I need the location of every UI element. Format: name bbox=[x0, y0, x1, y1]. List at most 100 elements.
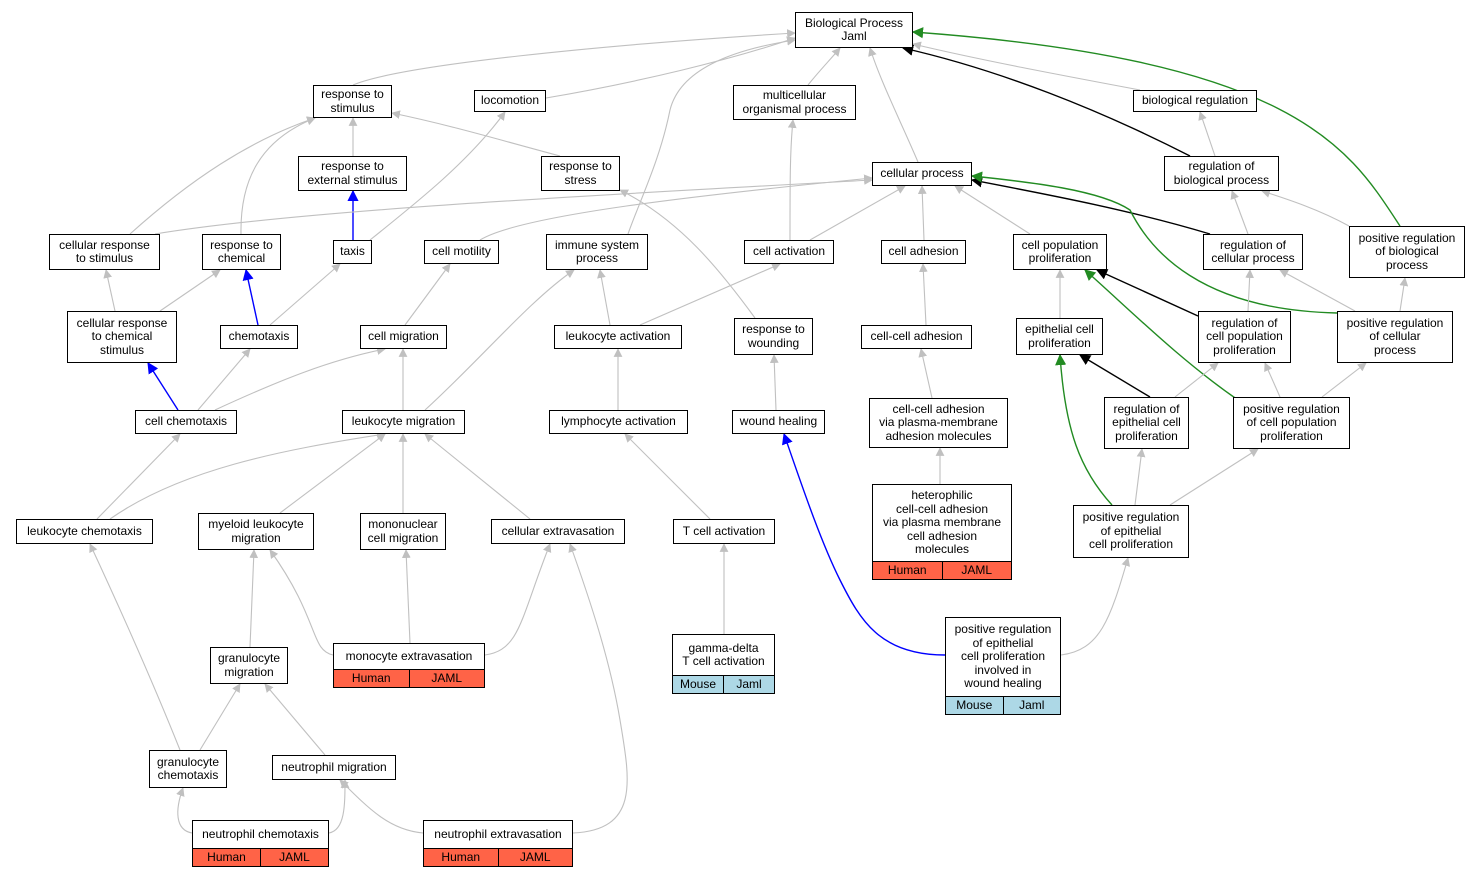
edge-nmig-to-gmig bbox=[264, 683, 326, 756]
go-term-rts[interactable]: response to stimulus bbox=[313, 85, 392, 118]
edge-rts-to-bp bbox=[352, 29, 796, 86]
edge-prcpp-to-rcpp bbox=[1264, 362, 1281, 398]
go-term-rcpp[interactable]: regulation of cell population proliferat… bbox=[1198, 311, 1291, 363]
edge-taxis-to-loco bbox=[369, 111, 506, 241]
edge-chemo-to-taxis bbox=[269, 263, 341, 326]
go-term-rtes[interactable]: response to external stimulus bbox=[298, 156, 407, 191]
go-term-gmig[interactable]: granulocyte migration bbox=[210, 647, 288, 684]
go-term-recp[interactable]: regulation of epithelial cell proliferat… bbox=[1104, 397, 1189, 449]
go-term-rbp[interactable]: regulation of biological process bbox=[1164, 156, 1279, 191]
edge-cp-to-bp bbox=[868, 47, 919, 163]
go-term-mncmig[interactable]: mononuclear cell migration bbox=[360, 513, 446, 550]
go-term-cchemo[interactable]: cell chemotaxis bbox=[135, 410, 237, 434]
go-term-ccadh[interactable]: cell-cell adhesion bbox=[861, 325, 972, 349]
go-term-prcp[interactable]: positive regulation of cellular process bbox=[1337, 311, 1453, 363]
edge-gmig-to-mlmig bbox=[249, 549, 259, 648]
go-term-cact[interactable]: cell activation bbox=[744, 240, 834, 264]
edge-nextra-to-nmig bbox=[339, 779, 424, 834]
edge-gchemo-to-lchemo bbox=[89, 543, 181, 751]
edge-recp-to-rcpp bbox=[1174, 362, 1219, 398]
go-term-rcp[interactable]: regulation of cellular process bbox=[1203, 234, 1303, 270]
go-term-cmot[interactable]: cell motility bbox=[424, 240, 499, 264]
edge-prcp-to-cp bbox=[970, 171, 1338, 314]
go-term-ccapm[interactable]: cell-cell adhesion via plasma-membrane a… bbox=[869, 398, 1008, 448]
edge-cadh-to-cp bbox=[917, 185, 927, 241]
go-term-gdt[interactable]: gamma-delta T cell activation bbox=[672, 634, 775, 676]
go-term-cpp[interactable]: cell population proliferation bbox=[1013, 234, 1107, 270]
go-term-mop[interactable]: multicellular organismal process bbox=[733, 85, 856, 120]
go-term-lchemo[interactable]: leukocyte chemotaxis bbox=[16, 519, 153, 544]
go-term-rtc[interactable]: response to chemical bbox=[202, 234, 281, 270]
go-term-lmig[interactable]: leukocyte migration bbox=[342, 410, 465, 434]
go-term-crcs[interactable]: cellular response to chemical stimulus bbox=[67, 311, 177, 363]
go-term-prbp[interactable]: positive regulation of biological proces… bbox=[1349, 226, 1465, 278]
edge-recp-to-ecp bbox=[1079, 354, 1151, 398]
go-term-ecp[interactable]: epithelial cell proliferation bbox=[1016, 318, 1103, 355]
go-term-crts[interactable]: cellular response to stimulus bbox=[49, 234, 160, 270]
go-term-isp[interactable]: immune system process bbox=[546, 234, 648, 270]
species-label: Mouse bbox=[673, 675, 723, 693]
edge-monoext-to-mlmig bbox=[269, 549, 334, 656]
go-term-wh[interactable]: wound healing bbox=[732, 410, 825, 434]
gene-label: JAML bbox=[941, 561, 1011, 579]
edge-crts-to-rts bbox=[129, 116, 316, 235]
edge-isp-to-bp bbox=[627, 36, 796, 235]
edge-cpp-to-cp bbox=[954, 185, 1031, 235]
go-term-tact[interactable]: T cell activation bbox=[673, 519, 775, 544]
go-term-nmig[interactable]: neutrophil migration bbox=[272, 755, 396, 780]
go-term-precpwh[interactable]: positive regulation of epithelial cell p… bbox=[945, 617, 1061, 697]
edge-lchemo-to-lmig bbox=[109, 430, 386, 520]
go-term-prcpp[interactable]: positive regulation of cell population p… bbox=[1233, 397, 1350, 449]
edge-cextra-to-lmig bbox=[424, 433, 531, 520]
edge-prbp-to-bp bbox=[911, 27, 1401, 227]
go-term-mlmig[interactable]: myeloid leukocyte migration bbox=[198, 513, 314, 550]
go-term-bp[interactable]: Biological Process Jaml bbox=[795, 12, 913, 48]
go-term-cmig[interactable]: cell migration bbox=[360, 325, 447, 349]
edge-rtstress-to-rts bbox=[391, 110, 561, 157]
edge-monoext-to-mncmig bbox=[401, 549, 411, 644]
go-term-het[interactable]: heterophilic cell-cell adhesion via plas… bbox=[872, 484, 1012, 562]
edge-precp-to-ecp bbox=[1055, 353, 1113, 506]
gene-label: Jaml bbox=[1002, 696, 1060, 714]
go-term-gchemo[interactable]: granulocyte chemotaxis bbox=[149, 750, 227, 788]
edge-rcpp-to-rcp bbox=[1245, 269, 1255, 312]
go-term-cextra[interactable]: cellular extravasation bbox=[491, 519, 625, 544]
go-term-nextra[interactable]: neutrophil extravasation bbox=[423, 820, 573, 849]
edge-cmot-to-cp bbox=[479, 174, 873, 241]
go-term-lact[interactable]: leukocyte activation bbox=[554, 325, 682, 349]
edge-cchemo-to-chemo bbox=[197, 348, 251, 411]
go-term-monoext[interactable]: monocyte extravasation bbox=[333, 643, 485, 670]
gene-label: JAML bbox=[497, 848, 572, 866]
edge-precp-to-recp bbox=[1134, 448, 1146, 506]
edge-nextra-to-cextra bbox=[568, 543, 628, 834]
go-term-rtw[interactable]: response to wounding bbox=[734, 318, 813, 355]
go-term-taxis[interactable]: taxis bbox=[333, 240, 372, 264]
edge-prbp-to-rbp bbox=[1261, 189, 1350, 227]
species-label: Human bbox=[424, 848, 498, 866]
edge-wh-to-rtw bbox=[769, 354, 779, 411]
edge-precpwh-to-precp bbox=[1060, 557, 1131, 656]
edge-cchemo-to-crcs bbox=[147, 362, 179, 411]
edge-rcp-to-cp bbox=[970, 176, 1211, 235]
go-term-rtstress[interactable]: response to stress bbox=[541, 156, 620, 191]
edge-tact-to-lyact bbox=[624, 433, 711, 520]
edge-lact-to-cact bbox=[639, 263, 781, 326]
go-term-cp[interactable]: cellular process bbox=[872, 162, 972, 186]
edge-rtc-to-rts bbox=[240, 116, 316, 235]
edge-ccadh-to-cadh bbox=[918, 263, 928, 326]
go-term-cadh[interactable]: cell adhesion bbox=[881, 240, 966, 264]
go-term-breg[interactable]: biological regulation bbox=[1133, 90, 1257, 112]
go-term-lyact[interactable]: lymphocyte activation bbox=[549, 410, 688, 434]
edge-lact-to-isp bbox=[597, 269, 611, 326]
edge-breg-to-bp bbox=[912, 41, 1141, 91]
edge-lmig-to-isp bbox=[424, 269, 575, 411]
go-term-chemo[interactable]: chemotaxis bbox=[220, 325, 298, 349]
go-term-nchemo[interactable]: neutrophil chemotaxis bbox=[192, 820, 329, 849]
go-term-loco[interactable]: locomotion bbox=[474, 90, 546, 112]
go-term-precp[interactable]: positive regulation of epithelial cell p… bbox=[1073, 505, 1189, 558]
edge-crts-to-cp bbox=[154, 176, 873, 235]
